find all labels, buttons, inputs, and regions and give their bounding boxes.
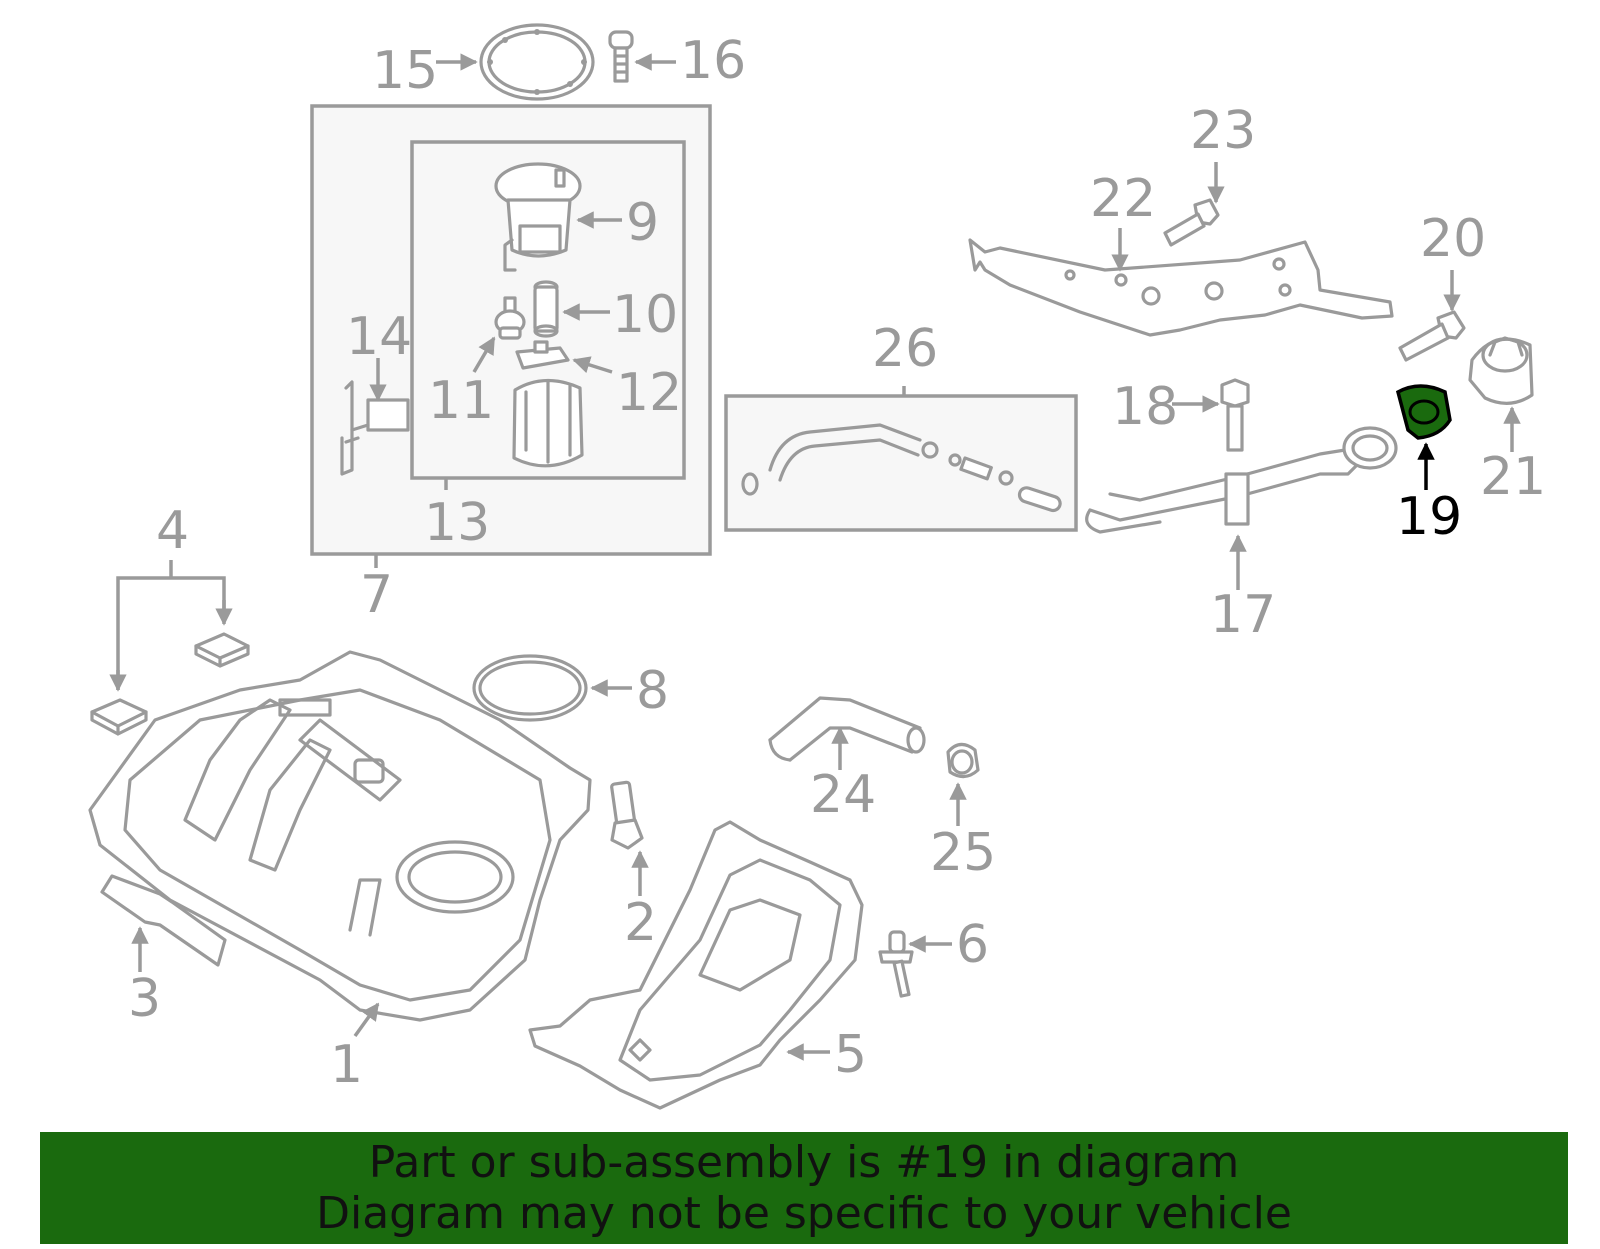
callout-3: 3 [128, 969, 161, 1029]
part-9-pump-module [494, 162, 582, 272]
callout-24: 24 [810, 765, 876, 825]
part-11-regulator [494, 296, 526, 340]
callout-12: 12 [616, 363, 682, 423]
assembly-box-26 [724, 394, 1078, 532]
disclaimer-banner: Part or sub-assembly is #19 in diagram D… [40, 1132, 1568, 1244]
callout-4: 4 [156, 501, 189, 561]
part-21-fuel-cap [1468, 336, 1534, 405]
callout-8: 8 [636, 661, 669, 721]
part-22-filler-bracket [968, 238, 1394, 337]
part-14-sender [340, 380, 410, 476]
part-3-strip [100, 874, 227, 967]
part-6-clip [878, 930, 914, 998]
callout-10: 10 [612, 285, 678, 345]
part-20-bolt [1398, 310, 1466, 362]
callout-2: 2 [624, 893, 657, 953]
callout-15: 15 [372, 41, 438, 101]
part-10-filter [533, 280, 559, 338]
part-1-fuel-tank [88, 650, 592, 1022]
callout-labels: 15 16 9 10 11 12 14 13 7 26 23 22 20 21 … [128, 31, 1546, 1095]
callout-13: 13 [424, 493, 490, 553]
leader-lines [109, 53, 1521, 1061]
callout-22: 22 [1090, 169, 1156, 229]
banner-line-part: Part or sub-assembly is #19 in diagram [368, 1137, 1240, 1188]
callout-20: 20 [1420, 209, 1486, 269]
callout-17: 17 [1210, 585, 1276, 645]
callout-19[interactable]: 19 [1396, 487, 1462, 547]
part-12-bracket [515, 340, 570, 370]
callout-21: 21 [1480, 447, 1546, 507]
part-16-screw [608, 30, 634, 83]
part-15-gasket [479, 23, 595, 101]
callout-6: 6 [956, 915, 989, 975]
part-18-bolt [1220, 378, 1250, 452]
part-5-heat-shield [528, 820, 864, 1110]
part-26-breather-hose [741, 423, 1062, 513]
callout-18: 18 [1112, 377, 1178, 437]
part-19-gasket-highlighted[interactable] [1395, 384, 1452, 440]
banner-line-disclaimer: Diagram may not be specific to your vehi… [316, 1188, 1292, 1239]
callout-26: 26 [872, 319, 938, 379]
part-2-bolt [610, 780, 644, 850]
part-17-filler-neck [1085, 426, 1398, 534]
part-24-hose [768, 696, 926, 762]
callout-23: 23 [1190, 101, 1256, 161]
callout-5: 5 [834, 1025, 867, 1085]
callout-14: 14 [346, 307, 412, 367]
part-23-bolt [1163, 198, 1220, 247]
callout-25: 25 [930, 823, 996, 883]
part-25-clamp [946, 742, 980, 779]
part-8-seal-ring [472, 654, 588, 722]
callout-11: 11 [428, 371, 494, 431]
callout-7: 7 [360, 565, 393, 625]
callout-16: 16 [680, 31, 746, 91]
part-4-pads [90, 632, 250, 736]
callout-1: 1 [330, 1035, 363, 1095]
callout-9: 9 [626, 193, 659, 253]
pump-reservoir [512, 378, 584, 468]
